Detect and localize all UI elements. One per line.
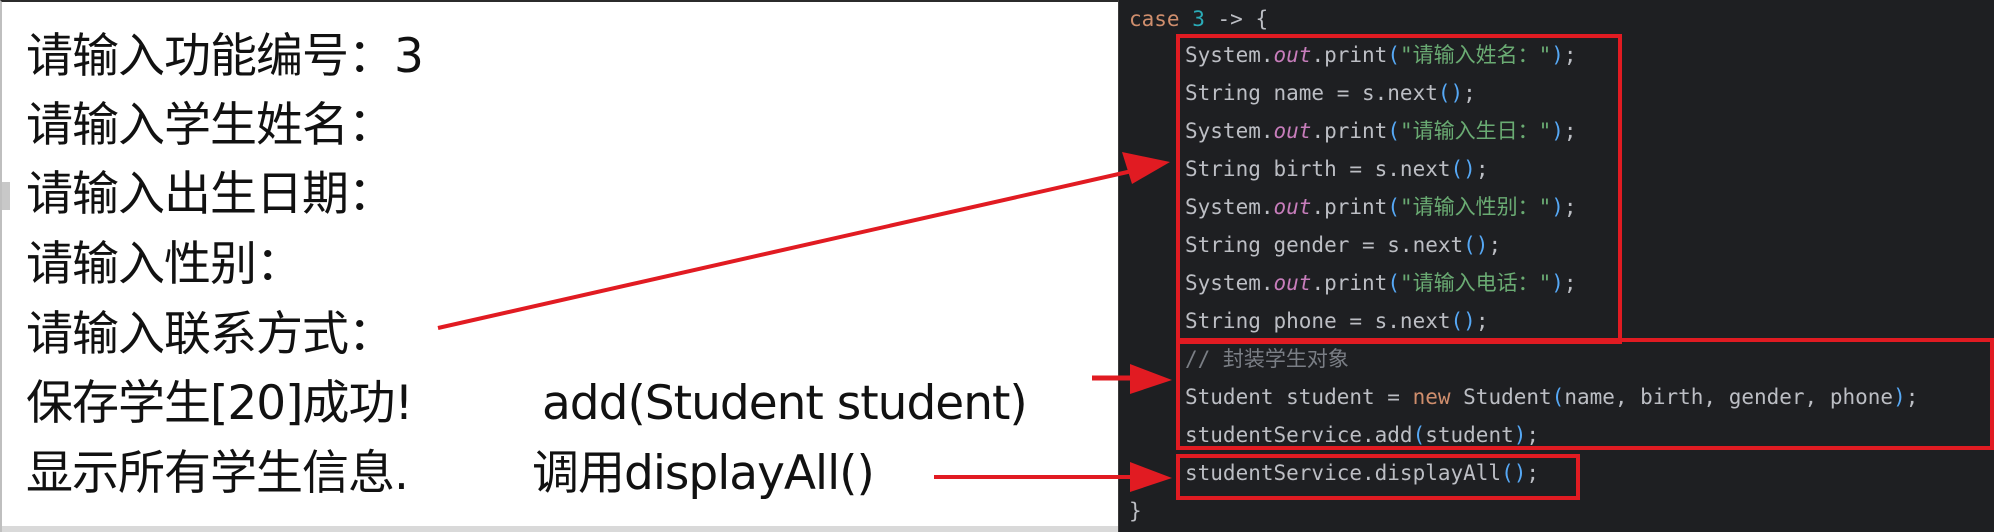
keyword: new	[1412, 385, 1451, 409]
code-line-case: case 3 -> {	[1129, 0, 1268, 38]
code-token: Student	[1450, 385, 1552, 409]
console-line: 保存学生[20]成功!	[26, 376, 413, 431]
code-line: String gender = s.next();	[1185, 226, 1501, 264]
code-line: String name = s.next();	[1185, 74, 1476, 112]
semicolon: ;	[1475, 157, 1489, 181]
parens: ()	[1450, 309, 1476, 333]
code-token: Student student =	[1185, 385, 1413, 409]
code-token: .print	[1311, 271, 1388, 295]
string-literal: "请输入性别："	[1399, 195, 1552, 219]
paren-open: (	[1412, 423, 1426, 447]
console-line: 请输入性别：	[26, 237, 303, 292]
code-token: String birth = s.next	[1185, 157, 1451, 181]
semicolon: ;	[1563, 43, 1577, 67]
code-token: System.	[1185, 271, 1274, 295]
code-token: .print	[1311, 43, 1388, 67]
paren-open: (	[1387, 195, 1400, 219]
semicolon: ;	[1488, 233, 1502, 257]
paren-close: )	[1551, 119, 1564, 143]
paren-close: )	[1513, 423, 1527, 447]
code-token: System.	[1185, 119, 1274, 143]
console-line: 请输入学生姓名：	[26, 98, 395, 153]
console-line: 请输入功能编号：3	[26, 29, 424, 84]
code-line-close: }	[1129, 499, 1142, 523]
code-token: System.	[1185, 195, 1274, 219]
semicolon: ;	[1563, 119, 1577, 143]
parens: ()	[1463, 233, 1489, 257]
code-line-add: studentService.add(student);	[1185, 416, 1539, 454]
code-token: -> {	[1204, 7, 1269, 31]
paren-open: (	[1387, 271, 1400, 295]
code-comment: // 封装学生对象	[1185, 347, 1349, 371]
string-literal: "请输入生日："	[1399, 119, 1552, 143]
static-field: out	[1273, 43, 1312, 67]
semicolon: ;	[1563, 271, 1577, 295]
paren-close: )	[1893, 385, 1906, 409]
code-line: System.out.print("请输入姓名：");	[1185, 36, 1577, 74]
code-token: String name = s.next	[1185, 81, 1438, 105]
highlight-box-add	[1176, 338, 1994, 450]
console-output-panel: 请输入功能编号：3 请输入学生姓名： 请输入出生日期： 请输入性别： 请输入联系…	[0, 0, 1118, 532]
console-bottom-bar	[2, 526, 1118, 532]
console-line: 显示所有学生信息.	[26, 446, 409, 501]
keyword: case	[1129, 7, 1180, 31]
code-line: String phone = s.next();	[1185, 302, 1488, 340]
code-line: System.out.print("请输入生日：");	[1185, 112, 1577, 150]
paren-close: )	[1551, 43, 1564, 67]
number-literal: 3	[1192, 7, 1205, 31]
code-token: student	[1425, 423, 1514, 447]
paren-close: )	[1551, 271, 1564, 295]
code-line-new-student: Student student = new Student(name, birt…	[1185, 378, 1918, 416]
parens: ()	[1501, 461, 1527, 485]
console-line: 请输入出生日期：	[26, 167, 395, 222]
code-line: System.out.print("请输入电话：");	[1185, 264, 1577, 302]
console-line: 请输入联系方式：	[26, 307, 395, 362]
code-line: String birth = s.next();	[1185, 150, 1488, 188]
string-literal: "请输入电话："	[1399, 271, 1552, 295]
code-token: .print	[1311, 119, 1388, 143]
code-line: System.out.print("请输入性别：");	[1185, 188, 1577, 226]
paren-close: )	[1551, 195, 1564, 219]
panel-edge	[2, 182, 10, 210]
parens: ()	[1450, 157, 1476, 181]
paren-open: (	[1387, 119, 1400, 143]
code-token: String gender = s.next	[1185, 233, 1464, 257]
semicolon: ;	[1526, 461, 1540, 485]
code-editor-panel: case 3 -> { System.out.print("请输入姓名："); …	[1118, 0, 1994, 532]
semicolon: ;	[1475, 309, 1489, 333]
semicolon: ;	[1526, 423, 1540, 447]
paren-open: (	[1387, 43, 1400, 67]
code-token: String phone = s.next	[1185, 309, 1451, 333]
code-token: name, birth, gender, phone	[1564, 385, 1894, 409]
code-token: studentService.add	[1185, 423, 1413, 447]
code-token: System.	[1185, 43, 1274, 67]
annotation-display: 调用displayAll()	[532, 446, 875, 501]
code-token: studentService.displayAll	[1185, 461, 1502, 485]
code-line-display: studentService.displayAll();	[1185, 454, 1539, 492]
string-literal: "请输入姓名："	[1399, 43, 1552, 67]
annotation-add: add(Student student)	[542, 376, 1028, 431]
semicolon: ;	[1563, 195, 1577, 219]
static-field: out	[1273, 195, 1312, 219]
semicolon: ;	[1463, 81, 1476, 105]
parens: ()	[1437, 81, 1464, 105]
static-field: out	[1273, 119, 1312, 143]
static-field: out	[1273, 271, 1312, 295]
highlight-box-input	[1176, 34, 1622, 344]
paren-open: (	[1551, 385, 1565, 409]
highlight-box-display	[1176, 454, 1580, 500]
code-token: .print	[1311, 195, 1388, 219]
semicolon: ;	[1905, 385, 1919, 409]
